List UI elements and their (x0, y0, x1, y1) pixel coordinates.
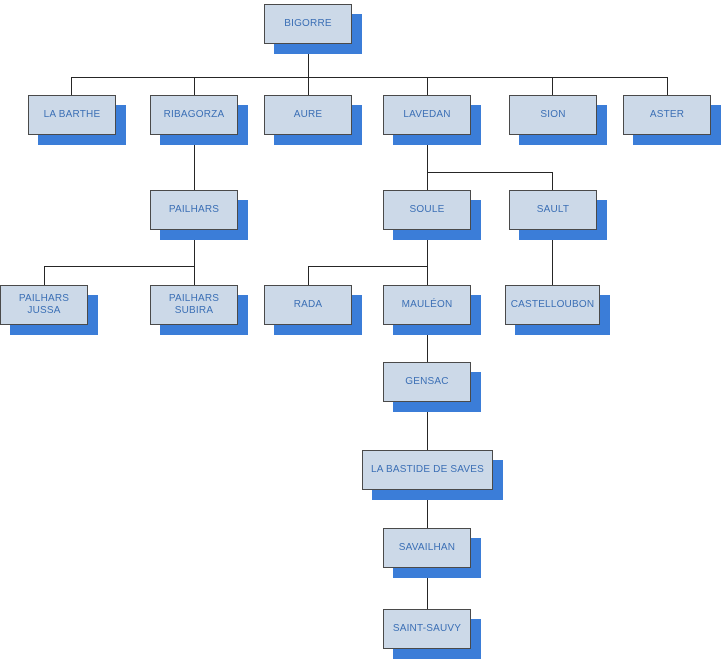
connector-bigorre-stem (308, 44, 309, 77)
connector-pailhars-bus (44, 266, 195, 267)
connector-sault-to-castelloubon (552, 230, 553, 285)
connector-ribagorza-to-pailhars (194, 135, 195, 190)
connector-soule-stem (427, 230, 428, 285)
node-sault[interactable]: SAULT (509, 190, 597, 230)
node-savailhan[interactable]: SAVAILHAN (383, 528, 471, 568)
node-saint-sauvy[interactable]: SAINT-SAUVY (383, 609, 471, 649)
node-soule[interactable]: SOULE (383, 190, 471, 230)
connector-drop-sion (552, 77, 553, 95)
node-pailhars-jussa[interactable]: PAILHARS JUSSA (0, 285, 88, 325)
node-lavedan[interactable]: LAVEDAN (383, 95, 471, 135)
connector-bigorre-bus (71, 77, 668, 78)
connector-drop-aster (667, 77, 668, 95)
node-sion[interactable]: SION (509, 95, 597, 135)
connector-savailhan-to-sauvy (427, 568, 428, 610)
node-aure[interactable]: AURE (264, 95, 352, 135)
connector-gensac-to-bastide (427, 402, 428, 451)
connector-drop-sault (552, 172, 553, 190)
connector-drop-pailhars-jussa (44, 266, 45, 285)
connector-mauleon-to-gensac (427, 325, 428, 363)
node-gensac[interactable]: GENSAC (383, 362, 471, 402)
node-mauleon[interactable]: MAULÉON (383, 285, 471, 325)
node-aster[interactable]: ASTER (623, 95, 711, 135)
node-la-barthe[interactable]: LA BARTHE (28, 95, 116, 135)
node-pailhars-subira[interactable]: PAILHARS SUBIRA (150, 285, 238, 325)
connector-drop-ribagorza (194, 77, 195, 95)
connector-drop-lavedan (427, 77, 428, 95)
node-castelloubon[interactable]: CASTELLOUBON (505, 285, 600, 325)
node-pailhars[interactable]: PAILHARS (150, 190, 238, 230)
connector-pailhars-stem (194, 230, 195, 285)
node-bigorre[interactable]: BIGORRE (264, 4, 352, 44)
node-ribagorza[interactable]: RIBAGORZA (150, 95, 238, 135)
connector-bastide-to-savailhan (427, 490, 428, 529)
node-rada[interactable]: RADA (264, 285, 352, 325)
node-la-bastide-de-saves[interactable]: LA BASTIDE DE SAVES (362, 450, 493, 490)
connector-lavedan-bus (427, 172, 553, 173)
connector-drop-rada (308, 266, 309, 285)
connector-lavedan-stem (427, 135, 428, 190)
connector-drop-aure (308, 77, 309, 95)
connector-drop-la-barthe (71, 77, 72, 95)
connector-soule-bus (308, 266, 428, 267)
